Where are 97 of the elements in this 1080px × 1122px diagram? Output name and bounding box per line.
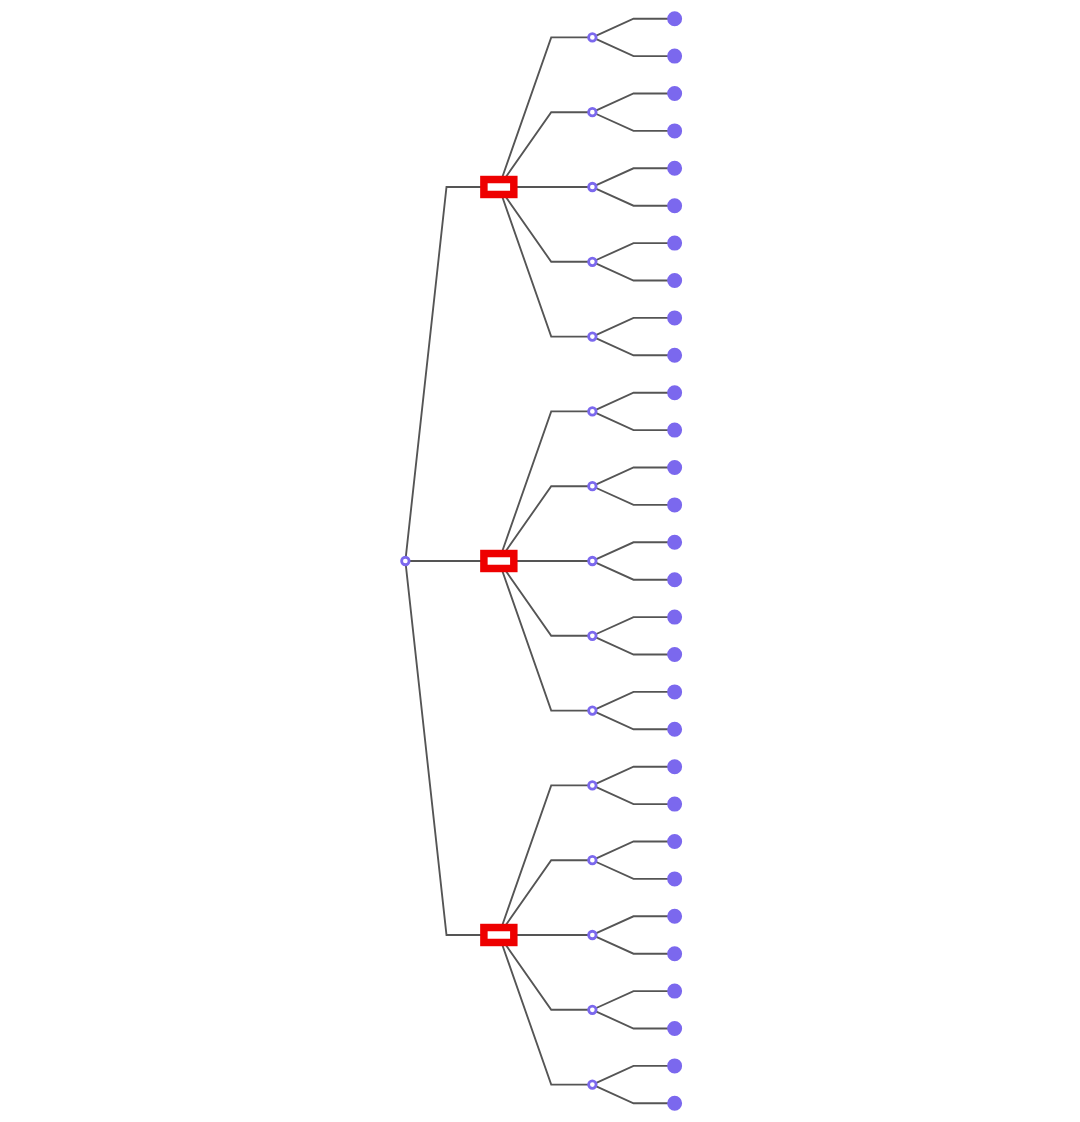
connector: [500, 567, 590, 712]
connector: [594, 860, 672, 880]
connector: [500, 941, 590, 1086]
connector: [594, 915, 672, 935]
connector: [594, 765, 672, 785]
node-cluster: [667, 460, 683, 475]
node-cluster: [667, 198, 683, 214]
connector: [594, 935, 672, 955]
node-cluster: [667, 160, 683, 176]
node-cluster: [667, 497, 683, 513]
node-circle: [587, 256, 598, 267]
node-box: [480, 175, 518, 199]
connector: [594, 486, 672, 506]
node-cluster: [667, 796, 683, 812]
connector: [500, 36, 590, 181]
node-circle: [587, 481, 598, 492]
node-circle: [587, 929, 598, 941]
connector: [500, 193, 590, 338]
node-cluster: [667, 908, 683, 924]
node-cluster: [667, 11, 683, 27]
connector: [594, 990, 672, 1010]
node-box: [480, 923, 518, 947]
connector: [503, 941, 590, 1011]
node-cluster: [667, 1021, 683, 1036]
connector: [594, 466, 672, 486]
node-cluster: [667, 609, 683, 625]
connector: [594, 786, 672, 806]
node-circle: [587, 1004, 598, 1015]
connector: [503, 859, 590, 929]
connector: [594, 92, 672, 112]
node-circle: [587, 855, 598, 866]
node-cluster: [667, 946, 683, 962]
connector: [594, 840, 672, 860]
connector: [594, 1085, 672, 1105]
connector: [594, 616, 672, 636]
connector: [594, 242, 672, 262]
node-cluster: [667, 684, 683, 700]
connector: [503, 567, 590, 637]
node-box: [480, 549, 518, 573]
connector: [594, 112, 672, 132]
connector: [500, 784, 590, 929]
node-cluster: [667, 347, 683, 363]
node-circle: [587, 1079, 598, 1090]
connector: [594, 337, 672, 357]
node-cluster: [667, 983, 683, 999]
connector: [404, 186, 485, 559]
connector: [594, 1010, 672, 1030]
connector: [594, 541, 672, 561]
node-cluster: [667, 834, 683, 849]
node-cluster: [667, 422, 683, 438]
node-cluster: [667, 534, 683, 550]
connector: [512, 934, 590, 936]
node-circle: [587, 331, 598, 342]
node-cluster: [667, 385, 683, 401]
node-cluster: [667, 310, 683, 326]
connector: [512, 186, 590, 188]
connector: [512, 560, 590, 562]
node-cluster: [667, 1095, 683, 1111]
node-circle: [587, 406, 598, 417]
node-circle: [587, 780, 598, 791]
node-cluster: [667, 235, 683, 251]
connector: [594, 690, 672, 710]
connector: [503, 485, 590, 555]
node-circle: [587, 32, 598, 43]
connector: [500, 410, 590, 555]
connector: [594, 391, 672, 411]
connector: [594, 38, 672, 58]
node-circle: [587, 705, 598, 716]
node-circle: [587, 107, 598, 118]
node-cluster: [667, 48, 683, 64]
node-cluster: [667, 273, 683, 288]
node-circle: [587, 555, 598, 567]
connector: [594, 412, 672, 432]
node-cluster: [667, 871, 683, 887]
node-cluster: [667, 86, 683, 101]
node-circle: [400, 555, 411, 567]
connector: [503, 193, 590, 263]
connector: [594, 561, 672, 581]
node-cluster: [667, 1058, 683, 1074]
connector: [594, 316, 672, 336]
connector: [594, 711, 672, 731]
node-cluster: [667, 123, 683, 139]
connector: [594, 187, 672, 207]
connector: [594, 262, 672, 282]
connector: [404, 563, 485, 936]
connector: [594, 636, 672, 656]
connector: [503, 111, 590, 181]
node-cluster: [667, 721, 683, 737]
node-cluster: [667, 572, 683, 588]
connector: [594, 17, 672, 37]
node-cluster: [667, 647, 683, 662]
connector: [408, 560, 485, 562]
node-cluster: [667, 759, 683, 775]
node-circle: [587, 630, 598, 641]
connector: [594, 167, 672, 187]
connector: [594, 1064, 672, 1084]
node-circle: [587, 181, 598, 193]
